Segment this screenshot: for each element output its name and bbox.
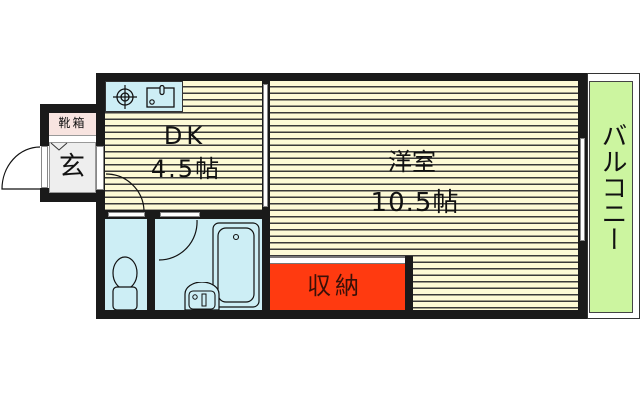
toilet-door[interactable] [108,212,145,217]
shoe-box-label: 靴箱 [58,116,87,130]
entrance-wall-left-upper [40,104,49,146]
outer-wall-top [96,73,587,81]
interior-wall-toilet-bath [147,210,155,310]
western-room-floor [270,81,578,310]
door-swing-dk [105,173,145,211]
western-room-size-label: 10.5帖 [370,188,460,218]
dk-name-label: DK [163,122,207,150]
bath-door[interactable] [160,212,200,217]
stove-icon [113,85,137,109]
entrance-inner-door[interactable] [96,146,104,190]
entrance-door-frame[interactable] [41,146,48,188]
bath-door-swing [158,219,198,261]
kitchen-sink-icon [146,85,175,108]
entrance-label: 玄 [58,152,85,182]
storage-room [270,264,405,310]
outer-wall-bottom [96,310,587,319]
sliding-door-dk-western[interactable] [263,84,268,207]
balcony-window[interactable] [580,138,585,241]
washbasin-icon [184,282,220,310]
bathtub-icon [212,222,260,308]
outer-wall-left [96,73,105,319]
storage-label: 収納 [307,272,363,300]
dk-size-label: 4.5帖 [150,155,222,183]
entrance-floor [49,142,96,193]
entrance-wall-bottom [40,193,96,202]
toilet-icon [112,256,138,310]
entrance-wall-top [40,104,96,113]
step-marker-icon [50,142,68,151]
entrance-wall-left-lower [40,188,49,202]
balcony-floor [589,81,633,313]
storage-wall-right [405,256,413,310]
storage-door-track[interactable] [270,256,405,264]
shoe-box [49,113,96,136]
entrance-door-swing[interactable] [0,145,42,191]
western-room-name-label: 洋室 [388,148,436,176]
balcony-label: バルコニー [597,122,627,252]
